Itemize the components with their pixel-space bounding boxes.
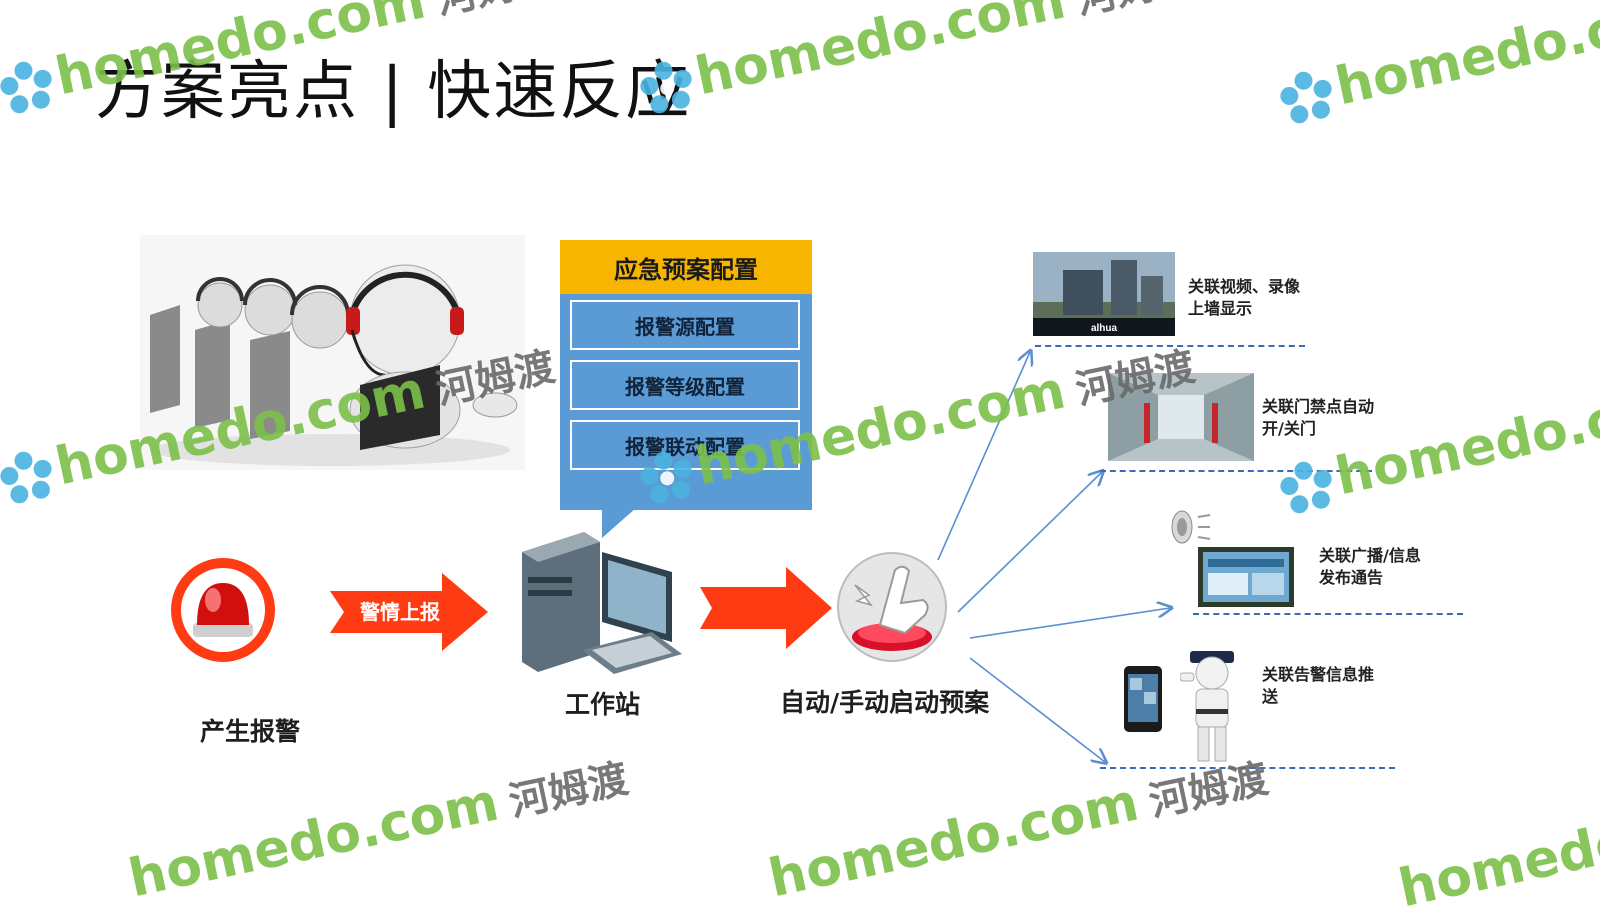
link-arrow-broadcast: [969, 608, 1170, 639]
workstation-label: 工作站: [565, 690, 641, 719]
trigger-label: 自动/手动启动预案: [780, 688, 990, 717]
output-video-label: 关联视频、录像上墙显示: [1188, 277, 1301, 318]
alarm-label: 产生报警: [200, 717, 301, 746]
mobile-phone-icon: [1124, 666, 1162, 732]
divider-police: [1100, 767, 1395, 769]
report-arrow: [330, 573, 488, 651]
link-arrow-video: [937, 352, 1030, 561]
output-police-label: 关联告警信息推送: [1262, 665, 1375, 706]
call-center-illustration: [140, 235, 525, 470]
workstation-icon: [522, 532, 682, 674]
plan-trigger-button-icon: [837, 552, 947, 662]
speaker-icon: [1171, 510, 1211, 544]
door-access-photo: [1108, 373, 1254, 461]
info-display-photo: [1198, 547, 1294, 607]
page-title: 方案亮点 | 快速反应: [95, 55, 692, 129]
divider-door: [1100, 470, 1372, 472]
police-officer-icon: [1180, 651, 1234, 762]
output-door-label: 关联门禁点自动开/关门: [1262, 397, 1375, 438]
emergency-plan-header: 应急预案配置: [560, 240, 812, 294]
video-wall-photo: alhua: [1033, 252, 1175, 336]
alarm-level-config[interactable]: 报警等级配置: [570, 360, 800, 410]
photo-brand-text: alhua: [1091, 323, 1118, 334]
output-broadcast-label: 关联广播/信息发布通告: [1319, 546, 1421, 587]
link-arrow-door: [957, 472, 1102, 613]
divider-video: [1035, 345, 1305, 347]
trigger-arrow: [700, 567, 832, 649]
linkage-arrows: [937, 0, 1600, 900]
alarm-source-config[interactable]: 报警源配置: [570, 300, 800, 350]
panel-callout-tail: [602, 508, 636, 538]
divider-broadcast: [1193, 613, 1463, 615]
alarm-light-icon: [171, 558, 275, 662]
link-arrow-police: [969, 657, 1105, 762]
report-arrow-label: 警情上报: [360, 600, 440, 624]
